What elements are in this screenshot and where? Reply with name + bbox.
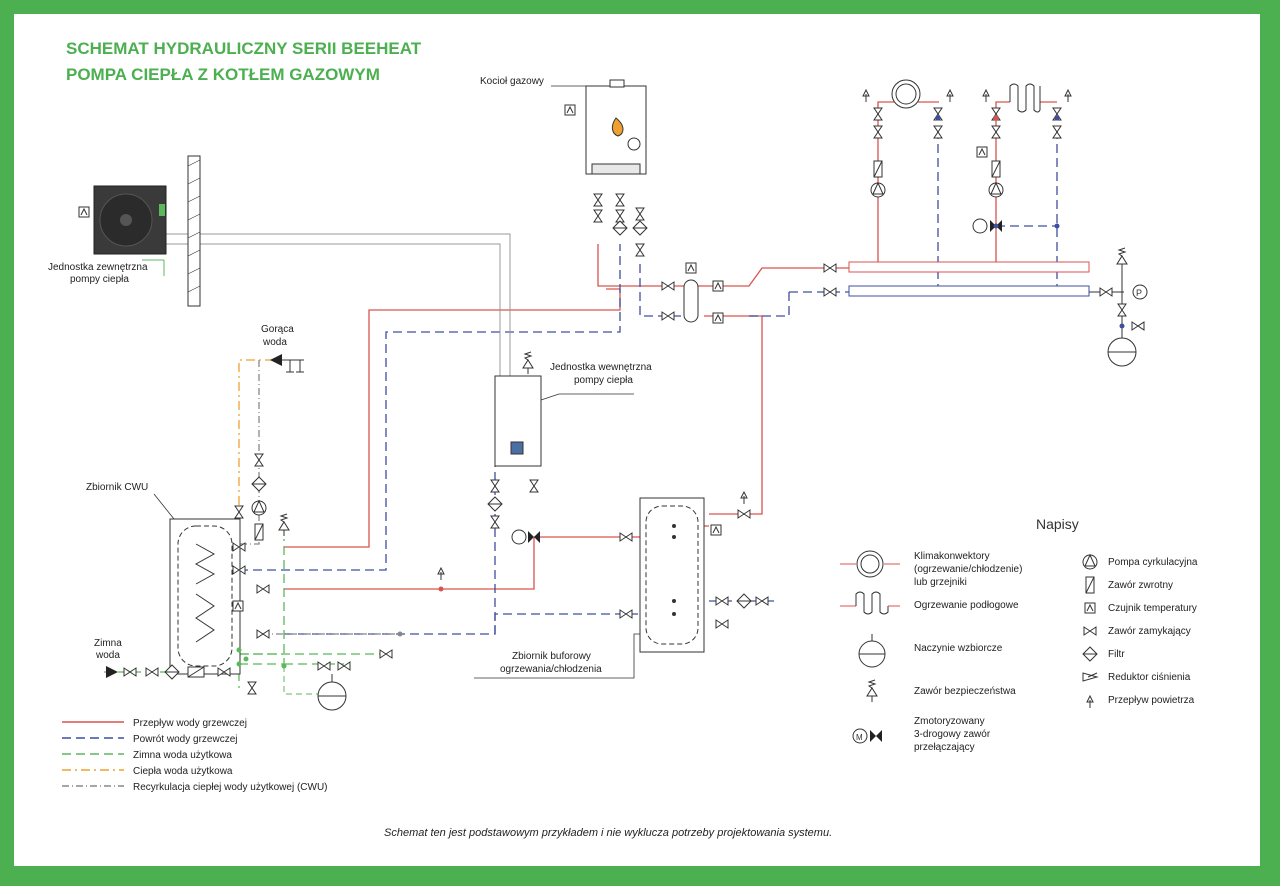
floor-heating-unit <box>935 83 1072 234</box>
legend-left-4-line-1: 3-drogowy zawór <box>914 729 991 740</box>
line-legend-label-4: Recyrkulacja ciepłej wody użytkowej (CWU… <box>133 782 328 793</box>
legend-left-0-line-0: Klimakonwektory <box>914 551 990 562</box>
hot-water-label-2: woda <box>262 337 287 348</box>
wall-hatch <box>187 159 201 293</box>
pressure-gauge <box>1132 284 1148 300</box>
legend-right-4: Filtr <box>1108 649 1125 660</box>
outdoor-unit <box>78 185 167 276</box>
dhw-tank <box>169 518 270 675</box>
three-way-valve-icon: M <box>852 728 882 744</box>
line-legend-label-1: Powrót wody grzewczej <box>133 734 237 745</box>
buffer-tank-label-2: ogrzewania/chłodzenia <box>500 664 602 675</box>
legend-right-column: Pompa cyrkulacyjna Zawór zwrotny Czujnik… <box>1082 554 1198 709</box>
legend-left-0-line-2: lub grzejniki <box>914 577 967 588</box>
floor-heating-icon <box>840 591 900 615</box>
indoor-unit-label-1: Jednostka wewnętrzna <box>550 362 652 373</box>
line-legend-label-2: Zimna woda użytkowa <box>133 750 232 761</box>
outdoor-unit-label-2: pompy ciepła <box>70 274 129 285</box>
dhw-tank-label: Zbiornik CWU <box>86 482 148 493</box>
symbol-legend-header: Napisy <box>1036 516 1079 532</box>
indoor-unit <box>487 351 542 545</box>
legend-right-1: Zawór zwrotny <box>1108 580 1173 591</box>
hot-water-label-1: Gorąca <box>261 324 294 335</box>
line-legend-label-0: Przepływ wody grzewczej <box>133 718 247 729</box>
legend-right-3: Zawór zamykający <box>1108 626 1191 637</box>
hot-water-outlet <box>270 354 304 373</box>
return-manifold <box>848 285 1090 297</box>
svg-text:M: M <box>856 733 863 742</box>
air-vent-icon <box>1086 695 1094 709</box>
title-line-1: SCHEMAT HYDRAULICZNY SERII BEEHEAT <box>66 39 422 58</box>
legend-left-column: Klimakonwektory (ogrzewanie/chłodzenie) … <box>840 550 1022 753</box>
recirculation-pipes <box>239 360 400 635</box>
legend-right-5: Reduktor ciśnienia <box>1108 672 1191 683</box>
gas-boiler <box>564 79 648 257</box>
circulation-pump-icon <box>1082 554 1098 570</box>
legend-right-6: Przepływ powietrza <box>1108 695 1195 706</box>
cold-water-inlet <box>106 647 393 711</box>
outdoor-unit-label-1: Jednostka zewnętrzna <box>48 262 148 273</box>
legend-left-3-line-0: Zawór bezpieczeństwa <box>914 686 1016 697</box>
cold-water-label-2: woda <box>95 650 120 661</box>
diagram-sheet: SCHEMAT HYDRAULICZNY SERII BEEHEAT POMPA… <box>14 14 1260 866</box>
temperature-sensor-icon <box>1084 602 1096 614</box>
title-line-2: POMPA CIEPŁA Z KOTŁEM GAZOWYM <box>66 65 380 84</box>
wall <box>187 155 201 307</box>
legend-left-2-line-0: Naczynie wzbiorcze <box>914 643 1003 654</box>
filter-icon <box>1082 646 1098 662</box>
expansion-vessel-icon <box>858 634 886 668</box>
fan-coil-icon <box>840 550 900 578</box>
pressure-reducer-icon <box>1082 672 1099 682</box>
legend-right-0: Pompa cyrkulacyjna <box>1108 557 1198 568</box>
legend-left-0-line-1: (ogrzewanie/chłodzenie) <box>914 564 1022 575</box>
legend-left-4-line-2: przełączający <box>914 742 975 753</box>
indoor-unit-label-2: pompy ciepła <box>574 375 633 386</box>
shutoff-valve-icon <box>1083 626 1097 636</box>
cold-water-label-1: Zimna <box>94 638 122 649</box>
safety-valve-icon <box>866 679 878 703</box>
hydraulic-separator <box>661 262 724 324</box>
line-legend-label-3: Ciepła woda użytkowa <box>133 766 233 777</box>
gas-boiler-label: Kocioł gazowy <box>480 76 544 87</box>
hot-water-pipes <box>219 359 274 525</box>
hydraulic-diagram: SCHEMAT HYDRAULICZNY SERII BEEHEAT POMPA… <box>48 39 1198 839</box>
footer-note: Schemat ten jest podstawowym przykładem … <box>384 827 832 839</box>
legend-right-2: Czujnik temperatury <box>1108 603 1197 614</box>
legend-left-1-line-0: Ogrzewanie podłogowe <box>914 600 1019 611</box>
buffer-tank <box>619 491 769 653</box>
check-valve-icon <box>1085 576 1095 594</box>
fan-coil-unit <box>862 79 954 198</box>
pressure-gauge-letter: P <box>1136 288 1142 298</box>
outdoor-connection-lines <box>164 233 511 382</box>
legend-left-4-line-0: Zmotoryzowany <box>914 716 985 727</box>
supply-manifold <box>848 261 1090 273</box>
buffer-tank-label-1: Zbiornik buforowy <box>512 651 591 662</box>
